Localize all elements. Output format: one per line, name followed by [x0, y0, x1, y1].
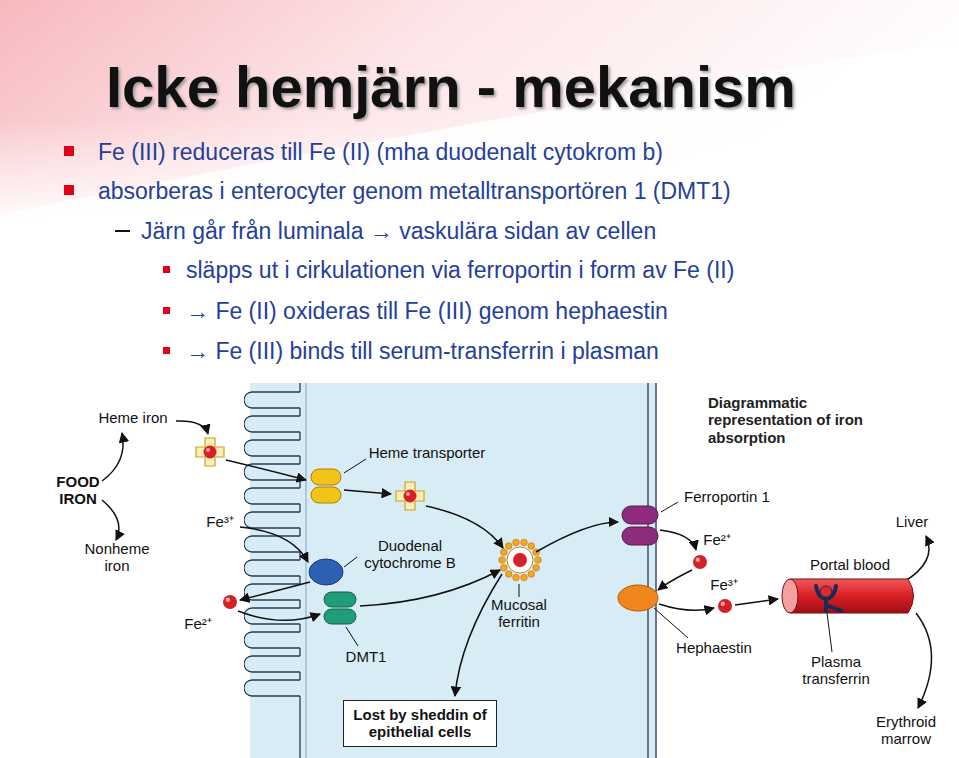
corner-gradient — [0, 0, 959, 230]
slide-title: Icke hemjärn - mekanism — [106, 58, 796, 116]
bullet-marker — [64, 185, 74, 195]
flow-arrows — [102, 421, 932, 708]
mucosal-ferritin — [499, 539, 542, 581]
part-label: DMT1 — [346, 648, 387, 665]
part-label: Liver — [896, 513, 929, 530]
bullet-text: Fe (III) reduceras till Fe (II) (mha duo… — [98, 139, 663, 165]
bullet-marker — [163, 307, 170, 314]
ion-label: Fe²⁺ — [184, 615, 212, 632]
part-label: Erythroid marrow — [865, 713, 947, 748]
ion-label: Fe³⁺ — [206, 513, 234, 530]
part-label: Nonheme iron — [77, 540, 157, 575]
vessel-shape — [780, 578, 920, 614]
part-label: FOOD IRON — [48, 473, 108, 508]
iron-dot — [223, 595, 237, 609]
bullet-marker — [163, 266, 170, 273]
part-label: Heme iron — [98, 409, 167, 426]
box-text: Lost by sheddin of epithelial cells — [350, 706, 490, 741]
part-label: Hephaestin — [676, 639, 752, 656]
bullet-marker — [64, 146, 74, 156]
heme-molecule — [196, 438, 224, 466]
part-label: Ferroportin 1 — [684, 488, 770, 505]
part-label: Duodenal cytochrome B — [355, 537, 465, 572]
dash-marker — [115, 230, 130, 232]
dmt1-transporter — [324, 592, 356, 624]
enterocyte — [0, 383, 959, 758]
part-label: Heme transporter — [369, 444, 486, 461]
portal-vessel: Portal blood — [780, 578, 920, 614]
hephaestin — [618, 585, 658, 611]
ferroportin — [622, 506, 658, 545]
heme-molecule — [396, 482, 424, 510]
cytochrome-b — [309, 559, 343, 585]
heme-transporter — [311, 469, 341, 503]
bullet-text: → Fe (III) binds till serum-transferrin … — [186, 338, 659, 364]
iron-dot — [718, 599, 732, 613]
bullet-text: släpps ut i cirkulationen via ferroporti… — [186, 257, 734, 283]
bullet-marker — [163, 347, 170, 354]
bullet-text: → Fe (II) oxideras till Fe (III) genom h… — [186, 298, 668, 324]
figure-caption: Diagrammatic representation of iron abso… — [708, 394, 913, 446]
vessel-label: Portal blood — [810, 556, 890, 573]
ion-label: Fe²⁺ — [703, 531, 731, 548]
process-box: Lost by sheddin of epithelial cells — [343, 700, 497, 747]
part-label: Mucosal ferritin — [484, 596, 554, 631]
iron-dot — [693, 555, 707, 569]
ion-label: Fe³⁺ — [710, 576, 738, 593]
part-label: Plasma transferrin — [795, 653, 877, 688]
bullet-text: absorberas i enterocyter genom metalltra… — [98, 178, 731, 204]
leader-lines — [344, 459, 832, 652]
bullet-text: Järn går från luminala → vaskulära sidan… — [141, 218, 656, 244]
